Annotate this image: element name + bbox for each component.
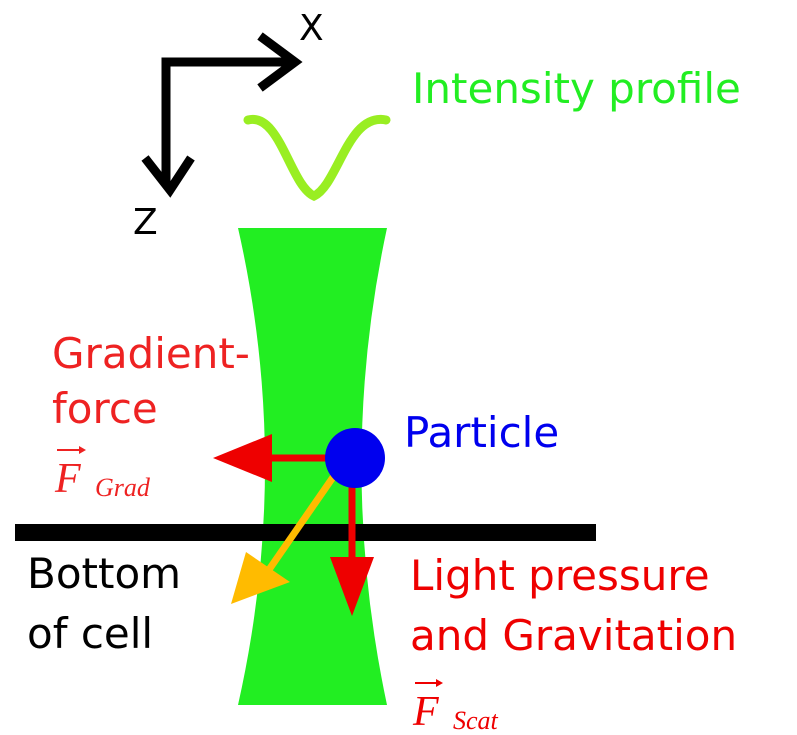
gradient-force-arrow	[213, 434, 330, 482]
f-scat-vector-symbol: F Scat	[412, 679, 499, 735]
f-grad-symbol: F	[54, 456, 81, 502]
gradient-force-label-line2: force	[52, 384, 158, 433]
intensity-profile-curve	[243, 115, 391, 201]
z-axis-arrowhead	[141, 155, 195, 198]
cell-bottom-line	[15, 524, 596, 541]
light-pressure-label-line1: Light pressure	[410, 551, 710, 600]
x-axis-label: X	[299, 8, 324, 49]
resultant-force-arrow	[231, 468, 341, 604]
coordinate-axes: X Z	[133, 8, 324, 243]
f-scat-symbol: F	[412, 689, 439, 735]
scattering-force-arrow	[330, 480, 374, 616]
f-grad-subscript: Grad	[95, 473, 151, 502]
gradient-force-label-line1: Gradient-	[52, 329, 250, 378]
bottom-of-cell-label-line2: of cell	[27, 609, 153, 658]
light-pressure-label-line2: and Gravitation	[410, 611, 737, 660]
z-axis-label: Z	[133, 202, 158, 243]
x-axis-arrowhead	[257, 32, 303, 92]
f-grad-vector-symbol: F Grad	[54, 446, 151, 502]
intensity-profile-label: Intensity profile	[412, 64, 741, 113]
f-scat-subscript: Scat	[453, 706, 499, 735]
bottom-of-cell-label-line1: Bottom	[27, 549, 181, 598]
particle-label: Particle	[404, 408, 559, 457]
particle	[325, 428, 385, 488]
